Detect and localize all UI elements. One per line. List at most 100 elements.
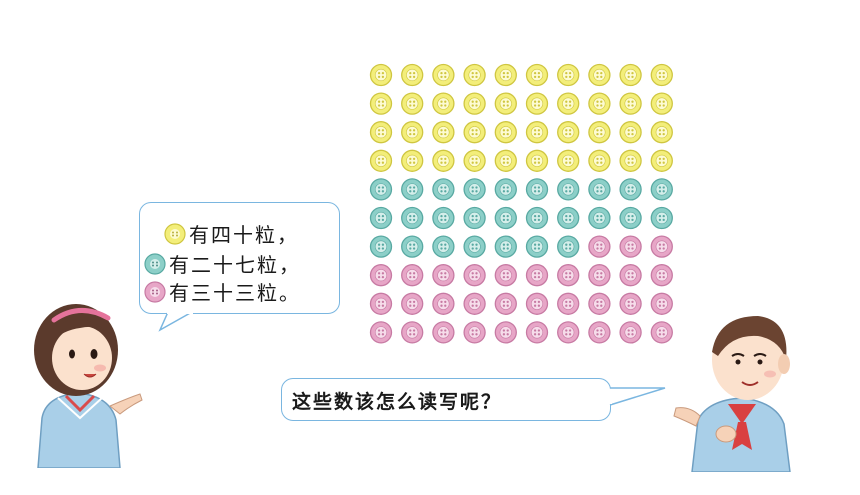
yellow-button-icon [619, 149, 642, 172]
yellow-button-icon [164, 222, 186, 245]
girl-illustration [34, 304, 143, 468]
pink-button-icon [432, 264, 455, 287]
teal-button-icon [650, 206, 673, 230]
teal-button-icon [525, 235, 549, 258]
teal-button-icon [401, 178, 424, 201]
teal-count-text: 有二十七粒， [169, 253, 301, 277]
teal-button-icon [463, 178, 486, 201]
pink-button-icon [650, 235, 673, 258]
teal-button-icon [525, 178, 549, 201]
question-text: 这些数该怎么读写呢？ [292, 391, 503, 413]
pink-button-icon [619, 321, 642, 344]
teal-button-icon [494, 206, 517, 230]
teal-button-icon [432, 235, 455, 258]
pink-button-icon [463, 321, 486, 344]
yellow-button-icon [557, 149, 580, 172]
teal-button-icon [432, 206, 455, 230]
teal-button-icon [369, 235, 393, 258]
teal-button-icon [463, 206, 486, 230]
yellow-button-icon [494, 63, 517, 87]
yellow-count-text: 有四十粒， [189, 223, 299, 247]
pink-button-icon [588, 292, 611, 315]
pink-button-icon [557, 264, 580, 287]
teal-button-icon [369, 206, 393, 230]
teal-button-icon [401, 235, 424, 258]
teal-button-icon [525, 206, 549, 230]
yellow-button-icon [463, 63, 486, 87]
yellow-button-icon [401, 121, 424, 144]
teal-button-icon [650, 178, 673, 201]
pink-button-icon [557, 292, 580, 315]
teal-button-icon [432, 178, 455, 201]
yellow-button-icon [432, 121, 455, 144]
pink-button-icon [463, 264, 486, 287]
pink-button-icon [401, 321, 424, 344]
teal-button-icon [401, 206, 424, 230]
yellow-button-icon [525, 149, 549, 172]
boy-illustration [673, 316, 791, 472]
pink-button-icon [494, 321, 517, 344]
yellow-button-icon [557, 63, 580, 87]
pink-button-icon [619, 235, 642, 258]
yellow-button-icon [619, 121, 642, 144]
yellow-button-icon [650, 63, 673, 87]
yellow-button-icon [525, 63, 549, 87]
yellow-button-icon [557, 121, 580, 144]
yellow-button-icon [494, 149, 517, 172]
girl-speech-bubble: 有四十粒， 有二十七粒， 有三十三粒。 [139, 202, 340, 314]
teal-count-line: 有二十七粒， [144, 249, 301, 278]
yellow-button-icon [588, 149, 611, 172]
yellow-button-icon [401, 63, 424, 87]
pink-button-icon [432, 292, 455, 315]
yellow-count-line: 有四十粒， [164, 219, 299, 248]
yellow-button-icon [432, 63, 455, 87]
pink-button-icon [525, 321, 549, 344]
pink-button-icon [650, 264, 673, 287]
teal-button-icon [463, 235, 486, 258]
yellow-button-icon [369, 63, 393, 87]
pink-button-icon [401, 292, 424, 315]
yellow-button-icon [650, 149, 673, 172]
pink-button-icon [369, 321, 393, 344]
teal-button-icon [369, 178, 393, 201]
pink-button-icon [401, 264, 424, 287]
pink-button-icon [463, 292, 486, 315]
yellow-button-icon [650, 92, 673, 115]
pink-button-icon [588, 235, 611, 258]
pink-button-icon [619, 264, 642, 287]
yellow-button-icon [650, 121, 673, 144]
yellow-button-icon [588, 121, 611, 144]
boy-speech-bubble: 这些数该怎么读写呢？ [281, 378, 611, 421]
pink-button-icon [369, 292, 393, 315]
teal-button-icon [588, 178, 611, 201]
yellow-button-icon [463, 149, 486, 172]
yellow-button-icon [432, 149, 455, 172]
pink-button-icon [494, 264, 517, 287]
yellow-button-icon [369, 92, 393, 115]
yellow-button-icon [588, 63, 611, 87]
teal-button-icon [588, 206, 611, 230]
teal-button-icon [557, 235, 580, 258]
yellow-button-icon [369, 149, 393, 172]
yellow-button-icon [525, 121, 549, 144]
teal-button-icon [494, 178, 517, 201]
yellow-button-icon [401, 92, 424, 115]
teal-button-icon [494, 235, 517, 258]
yellow-button-icon [525, 92, 549, 115]
pink-button-icon [557, 321, 580, 344]
pink-button-icon [588, 321, 611, 344]
yellow-button-icon [463, 92, 486, 115]
teal-button-icon [144, 252, 166, 275]
yellow-button-icon [619, 92, 642, 115]
pink-button-icon [525, 292, 549, 315]
pink-count-text: 有三十三粒。 [169, 281, 301, 305]
yellow-button-icon [432, 92, 455, 115]
pink-button-icon [494, 292, 517, 315]
yellow-button-icon [463, 121, 486, 144]
yellow-button-icon [494, 92, 517, 115]
yellow-button-icon [557, 92, 580, 115]
yellow-button-icon [588, 92, 611, 115]
teal-button-icon [619, 178, 642, 201]
pink-button-icon [525, 264, 549, 287]
